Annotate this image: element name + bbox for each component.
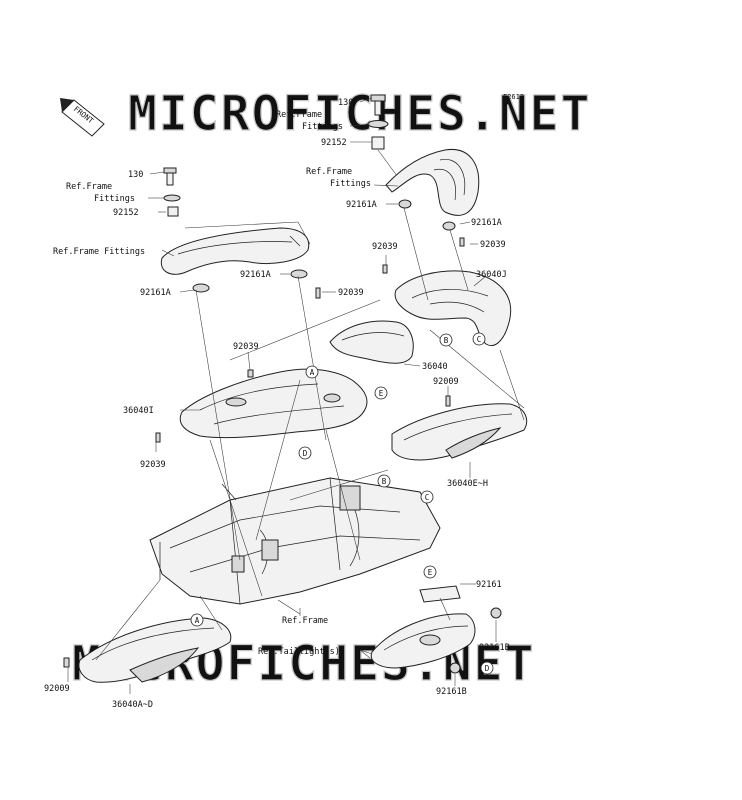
rubber-92161a-mid (290, 269, 308, 279)
lower-cover-36040ad (78, 617, 232, 683)
bolt-92009-top (445, 395, 451, 407)
label-92152-top: 92152 (321, 138, 347, 148)
leader-lines (67, 97, 497, 694)
svg-text:B: B (444, 336, 449, 345)
label-ref-frame-fittings-wide: Ref.Frame Fittings (53, 247, 145, 257)
callout-b-lower: B (377, 474, 391, 488)
callout-e-upper: E (374, 386, 388, 400)
label-92152-left: 92152 (113, 208, 139, 218)
grab-handle-right (385, 148, 480, 216)
cover-36040 (329, 320, 414, 364)
label-130-top: 130 (338, 98, 353, 108)
label-92161a-mid: 92161A (240, 270, 271, 280)
label-ref-taillight: Ref.Taillight(s) (258, 647, 340, 657)
callout-e-lower: E (423, 565, 437, 579)
label-92039-right: 92039 (480, 240, 506, 250)
svg-text:B: B (382, 477, 387, 486)
callout-c-lower: C (420, 490, 434, 504)
bolt-130-top (370, 94, 386, 116)
svg-text:E: E (379, 389, 384, 398)
label-ref-frame-fittings-top-2: Fittings (302, 122, 343, 132)
callout-a-lower: A (190, 613, 204, 627)
label-ref-frame: Ref.Frame (282, 616, 328, 626)
label-ref-frame-fittings-left-1: Ref.Frame (66, 182, 112, 192)
svg-text:A: A (310, 368, 315, 377)
clip-92039-lower-left (155, 432, 161, 443)
label-ref-frame-fittings-top-1: Ref.Frame (276, 110, 322, 120)
spacer-92152-top (371, 136, 385, 150)
side-cover-36040eh (391, 403, 528, 461)
callout-b-upper: B (439, 333, 453, 347)
label-92009-top: 92009 (433, 377, 459, 387)
svg-text:C: C (425, 493, 430, 502)
label-36040j: 36040J (476, 270, 507, 280)
callout-d-lower: D (480, 661, 494, 675)
rubber-92161b-right (490, 607, 502, 619)
label-92161a-right-top: 92161A (346, 200, 377, 210)
washer-top (367, 120, 389, 128)
label-92039-lower-left: 92039 (140, 460, 166, 470)
spacer-92152-left (167, 206, 179, 217)
svg-text:E: E (428, 568, 433, 577)
label-92161a-right: 92161A (471, 218, 502, 228)
label-92009-bottom: 92009 (44, 684, 70, 694)
callout-a-upper: A (305, 365, 319, 379)
svg-text:A: A (195, 616, 200, 625)
clip-92039-mid (315, 287, 321, 299)
cover-36040j (394, 270, 512, 346)
rubber-92161a-top-right (442, 221, 456, 231)
label-92161: 92161 (476, 580, 502, 590)
svg-text:D: D (303, 449, 308, 458)
callout-d-upper: D (298, 446, 312, 460)
callout-c-upper: C (472, 332, 486, 346)
clip-92039-upper-left (247, 369, 254, 378)
rubber-92161a-left (192, 283, 210, 293)
svg-text:C: C (477, 335, 482, 344)
label-92161a-left: 92161A (140, 288, 171, 298)
label-36040: 36040 (422, 362, 448, 372)
grab-handle-left (160, 227, 310, 275)
clip-92039-center (382, 264, 388, 274)
taillight-cover (370, 613, 476, 669)
label-92161b-lower: 92161B (436, 687, 467, 697)
svg-text:D: D (485, 664, 490, 673)
washer-left (163, 194, 181, 202)
watermark-top: MICROFICHES.NET (128, 86, 591, 142)
label-36040eh: 36040E~H (447, 479, 488, 489)
tail-cowl-36040i (179, 368, 368, 439)
subframe (149, 477, 441, 605)
clip-92039-right (459, 237, 465, 247)
label-36040i: 36040I (123, 406, 154, 416)
label-ref-frame-fittings-mid-2: Fittings (330, 179, 371, 189)
label-ref-frame-fittings-left-2: Fittings (94, 194, 135, 204)
diagram-id: F2612 (503, 93, 524, 101)
label-36040ad: 36040A~D (112, 700, 153, 710)
front-arrow-icon: FRONT (60, 98, 105, 137)
bolt-92009-bottom (63, 657, 70, 668)
label-92039-top: 92039 (372, 242, 398, 252)
label-92039-mid: 92039 (338, 288, 364, 298)
rubber-92161b-lower (449, 662, 461, 674)
rubber-92161a-top-left (398, 199, 412, 209)
bolt-130-left (163, 167, 177, 186)
label-92161b-right: 92161B (479, 643, 510, 653)
label-ref-frame-fittings-mid-1: Ref.Frame (306, 167, 352, 177)
label-92039-upper-left: 92039 (233, 342, 259, 352)
label-130-left: 130 (128, 170, 143, 180)
bracket-92161 (419, 585, 461, 603)
